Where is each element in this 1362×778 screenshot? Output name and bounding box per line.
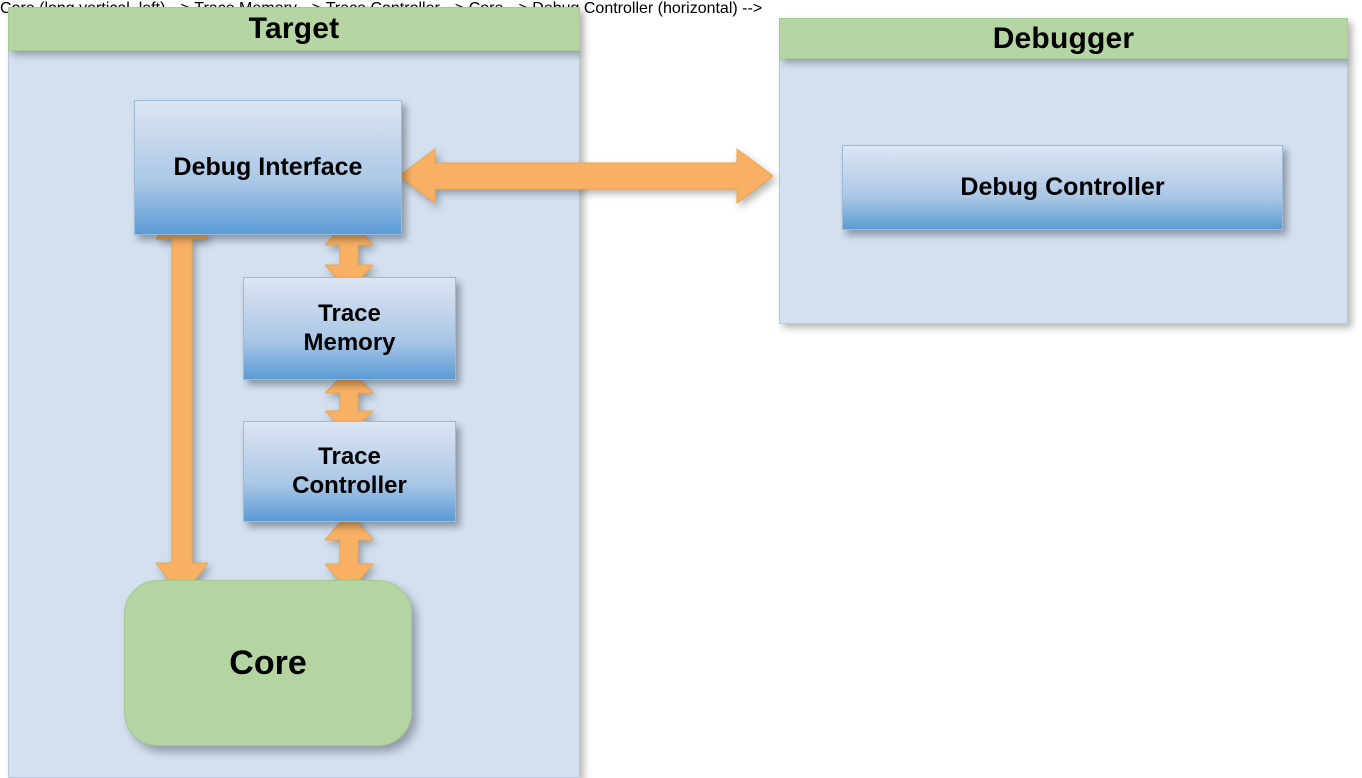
node-trace-controller[interactable]: Trace Controller [243,421,456,522]
arrow-bidirectional-vertical-icon [325,370,373,434]
panel-debugger-title: Debugger [992,21,1135,55]
node-trace-controller-label-line2: Controller [292,471,407,499]
node-trace-memory-label-line2: Memory [303,328,396,356]
arrow-bidirectional-horizontal-icon [399,148,773,204]
node-debug-controller-label: Debug Controller [960,172,1165,201]
node-debug-interface[interactable]: Debug Interface [134,100,402,235]
arrow-bidirectional-vertical-icon [156,205,208,597]
arrow-trace-memory-trace-controller [325,370,373,434]
arrow-debug-interface-core [156,205,208,597]
arrow-bidirectional-vertical-icon [325,512,373,592]
arrow-debug-interface-debug-controller [399,146,773,206]
panel-target-header: Target [8,7,580,51]
arrow-trace-controller-core [325,512,373,592]
panel-target-title: Target [248,12,340,45]
arrow-debug-interface-trace-memory [325,219,373,291]
node-core-label: Core [229,643,307,682]
panel-debugger-header: Debugger [779,18,1348,59]
node-debug-interface-label: Debug Interface [173,152,363,181]
arrow-bidirectional-vertical-icon [325,219,373,291]
node-core[interactable]: Core [124,580,412,746]
node-trace-controller-label-line1: Trace [318,443,381,471]
node-trace-memory-label-line1: Trace [318,300,381,328]
node-trace-memory[interactable]: Trace Memory [243,277,456,380]
node-debug-controller[interactable]: Debug Controller [842,145,1283,230]
